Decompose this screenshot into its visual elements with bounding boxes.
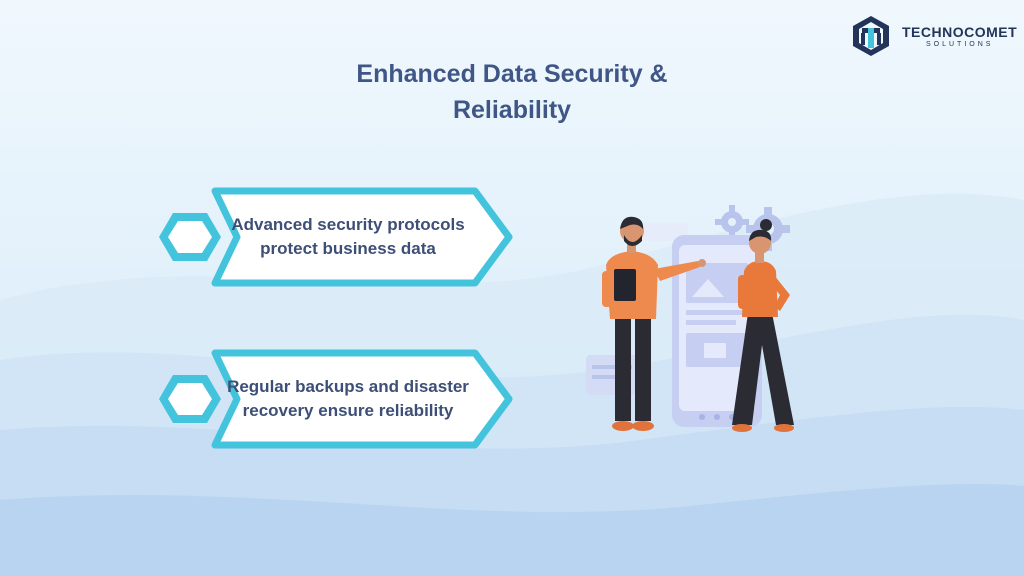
- team-phone-illustration: [586, 205, 794, 432]
- brand-tagline: SOLUTIONS: [926, 41, 994, 48]
- feature-card-text: Regular backups and disaster recovery en…: [227, 377, 469, 420]
- hexagon-banner-icon: [159, 349, 513, 449]
- feature-card-backups: Regular backups and disaster recovery en…: [155, 349, 515, 449]
- page-title: Enhanced Data Security & Reliability: [262, 56, 762, 128]
- woman-figure: [732, 219, 794, 432]
- brand-name: TECHNOCOMET: [902, 24, 1018, 40]
- folder-icon: [704, 343, 726, 358]
- feature-card-security: Advanced security protocols protect busi…: [155, 187, 515, 287]
- page-title-line-1: Enhanced Data Security &: [356, 60, 668, 88]
- page-title-line-2: Reliability: [452, 96, 572, 124]
- gear-icon: [715, 205, 749, 239]
- tablet-icon: [614, 269, 636, 301]
- technocomet-logo-icon: [853, 16, 889, 56]
- feature-card-text: Advanced security protocols protect busi…: [231, 215, 465, 258]
- man-figure: [602, 216, 706, 431]
- hexagon-banner-icon: [159, 187, 513, 287]
- brand-logo: TECHNOCOMET SOLUTIONS: [849, 14, 1017, 58]
